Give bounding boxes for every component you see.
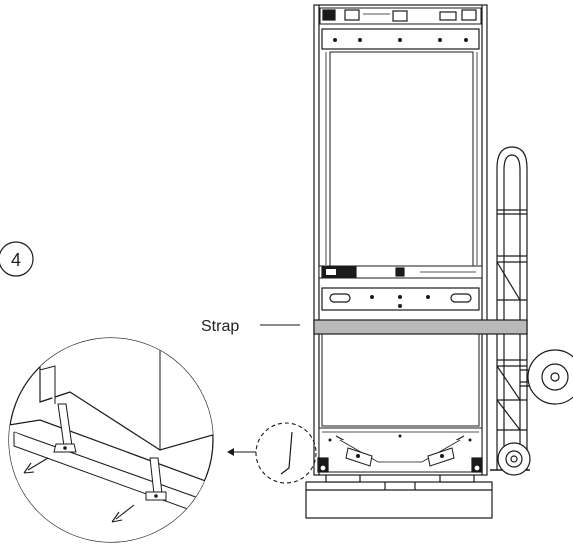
step-badge: 4: [0, 241, 34, 277]
hand-truck: [490, 146, 546, 471]
zoom-detail: [8, 337, 214, 543]
refrigerator: [313, 4, 488, 476]
strap: Strap: [201, 318, 528, 335]
strap-label: Strap: [201, 318, 239, 335]
base-platform: [305, 473, 493, 519]
dolly-small-wheel: [497, 442, 531, 476]
strap-band: [313, 319, 528, 335]
dolly-main-wheel: [527, 349, 573, 405]
detail-callout: [227, 422, 317, 484]
step-number: 4: [11, 250, 21, 270]
